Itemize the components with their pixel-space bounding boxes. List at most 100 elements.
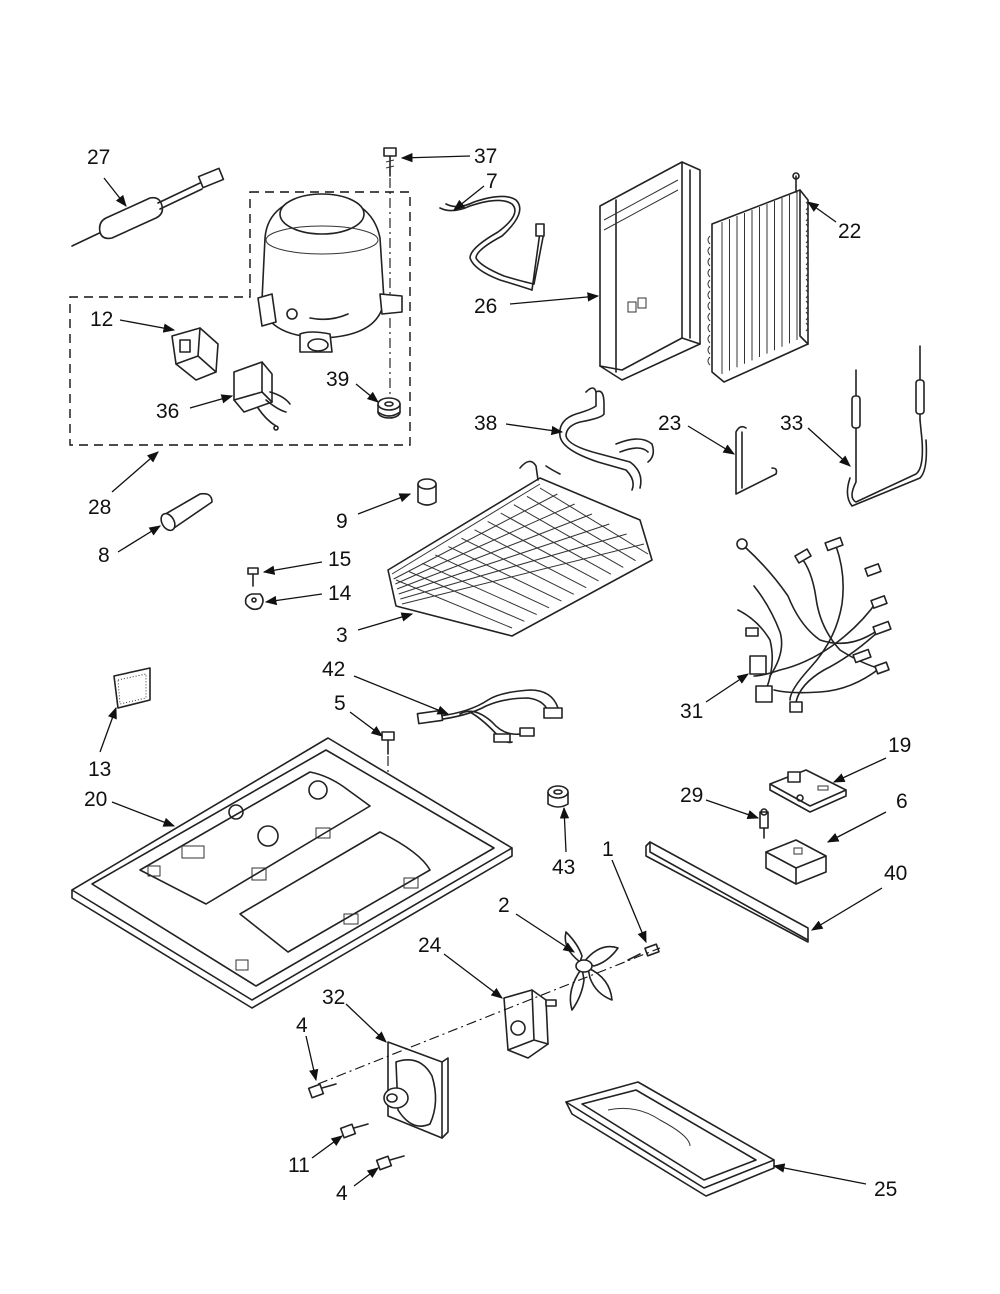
wiring-harness-part-31 <box>736 536 892 713</box>
filter-drier-part-27 <box>71 167 225 247</box>
callout-label: 31 <box>680 700 703 723</box>
callout-label: 19 <box>888 734 911 757</box>
callout-label: 7 <box>486 170 498 193</box>
evaporator-wire <box>395 503 575 585</box>
sleeve-part-9 <box>417 478 437 506</box>
callout-label: 22 <box>838 220 861 243</box>
callout-label: 9 <box>336 510 348 533</box>
capillary-tube-part-33 <box>846 345 928 507</box>
callout-label: 40 <box>884 862 907 885</box>
callout-label: 26 <box>474 295 497 318</box>
evaporator-wire <box>398 523 610 595</box>
condenser-shroud-part-26 <box>599 161 701 381</box>
condenser-return-bend <box>707 311 809 355</box>
base-pan-part-20 <box>71 737 513 1009</box>
condenser-return-bend <box>707 278 809 322</box>
evaporator-tube <box>408 571 525 622</box>
evaporator-tube <box>461 537 575 595</box>
evaporator-tube <box>539 487 649 555</box>
fan-housing-part-32 <box>383 1041 449 1139</box>
suction-tube-part-38 <box>559 387 655 491</box>
evaporator-wire <box>391 483 541 575</box>
screw-part-4-lower <box>375 1155 405 1171</box>
callout-label: 2 <box>498 894 510 917</box>
callout-label: 14 <box>328 582 352 605</box>
evaporator-wire <box>396 513 593 590</box>
screw-part-15 <box>247 567 259 587</box>
wire-harness-part-42 <box>416 689 563 744</box>
callout-label: 36 <box>156 400 179 423</box>
condenser-return-bend <box>707 223 809 267</box>
evaporator-tube <box>526 495 636 562</box>
callout-label: 1 <box>602 838 614 861</box>
callout-label: 28 <box>88 496 111 519</box>
condenser-return-bend <box>707 322 809 366</box>
evaporator-tube <box>487 521 599 582</box>
condenser-return-bend <box>707 300 809 344</box>
strip-part-40 <box>645 841 809 943</box>
plug-part-8 <box>160 492 213 532</box>
bushing-part-43 <box>547 785 569 808</box>
evaporator-tube <box>500 512 612 575</box>
callout-label: 32 <box>322 986 345 1009</box>
callout-label: 13 <box>88 758 111 781</box>
filter-pad-part-13 <box>113 667 151 709</box>
callout-label: 37 <box>474 145 497 168</box>
callout-label: 4 <box>336 1182 348 1205</box>
fan-motor-part-24 <box>503 989 557 1059</box>
callout-label: 20 <box>84 788 107 811</box>
callout-label: 12 <box>90 308 113 331</box>
condenser-return-bend <box>707 256 809 300</box>
callout-label: 6 <box>896 790 908 813</box>
callout-label: 38 <box>474 412 497 435</box>
cover-part-6 <box>765 839 827 885</box>
screw-part-11 <box>339 1123 369 1139</box>
drain-pan-part-25 <box>565 1081 775 1197</box>
evaporator-part-3 <box>387 460 653 637</box>
condenser-return-bend <box>707 289 809 333</box>
callout-label: 39 <box>326 368 349 391</box>
callout-label: 8 <box>98 544 110 567</box>
compressor <box>257 193 403 353</box>
callout-label: 23 <box>658 412 681 435</box>
screw-part-5 <box>381 731 395 755</box>
condenser-return-bend <box>707 267 809 311</box>
condenser-return-bend <box>707 234 809 278</box>
fan-blade-part-2 <box>564 931 619 1011</box>
evaporator-wire <box>393 493 558 580</box>
screw-part-4-upper <box>307 1083 337 1099</box>
grommet-part-39 <box>377 397 401 419</box>
start-device-part-36 <box>233 361 291 431</box>
evaporator-tube <box>513 504 624 568</box>
callout-label: 5 <box>334 692 346 715</box>
evaporator-wire <box>401 543 645 605</box>
callout-label: 25 <box>874 1178 897 1201</box>
discharge-tube-part-7 <box>439 195 545 291</box>
callout-label: 4 <box>296 1014 308 1037</box>
thermistor-part-29 <box>759 808 769 839</box>
relay-part-12 <box>171 327 219 381</box>
condenser-part-22 <box>707 172 809 383</box>
callout-label: 27 <box>87 146 110 169</box>
callout-labels: 27 37 7 22 26 12 39 36 38 23 33 28 9 8 1… <box>84 145 911 1205</box>
callout-label: 33 <box>780 412 803 435</box>
condenser-return-bend <box>707 212 809 256</box>
screw-part-37 <box>383 147 397 177</box>
callout-label: 43 <box>552 856 575 879</box>
callout-label: 11 <box>288 1154 310 1177</box>
assembly-28-boundary <box>69 191 411 446</box>
bracket-part-23 <box>735 425 778 495</box>
evaporator-wire <box>400 533 627 600</box>
condenser-return-bend <box>707 245 809 289</box>
evaporator-tube <box>474 529 587 589</box>
control-board-part-19 <box>769 769 847 813</box>
callout-label: 15 <box>328 548 351 571</box>
callout-label: 24 <box>418 934 442 957</box>
callout-label: 3 <box>336 624 348 647</box>
screw-part-1 <box>627 943 660 961</box>
leader-lines <box>99 153 887 1187</box>
callout-label: 29 <box>680 784 703 807</box>
evaporator-tube <box>448 546 562 602</box>
clip-part-14 <box>244 593 264 611</box>
